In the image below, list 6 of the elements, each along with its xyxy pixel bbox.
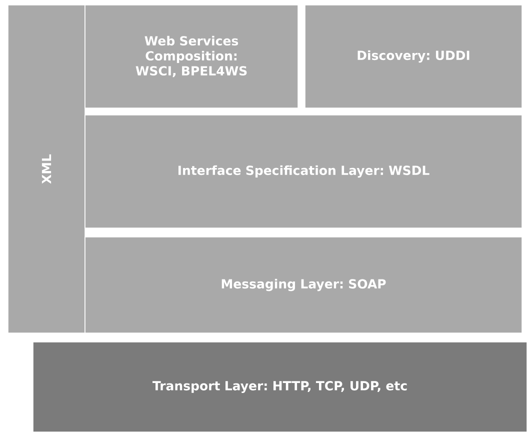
- stack-box: Discovery: UDDI: [304, 4, 522, 108]
- stack-box: Web Services Composition: WSCI, BPEL4WS: [84, 4, 298, 108]
- transport-band: Transport Layer: HTTP, TCP, UDP, etc: [32, 342, 528, 432]
- layer-band: Messaging Layer: SOAP: [84, 236, 522, 334]
- layer-band: Interface Specification Layer: WSDL: [84, 114, 522, 228]
- xml-bar: XML: [8, 4, 86, 334]
